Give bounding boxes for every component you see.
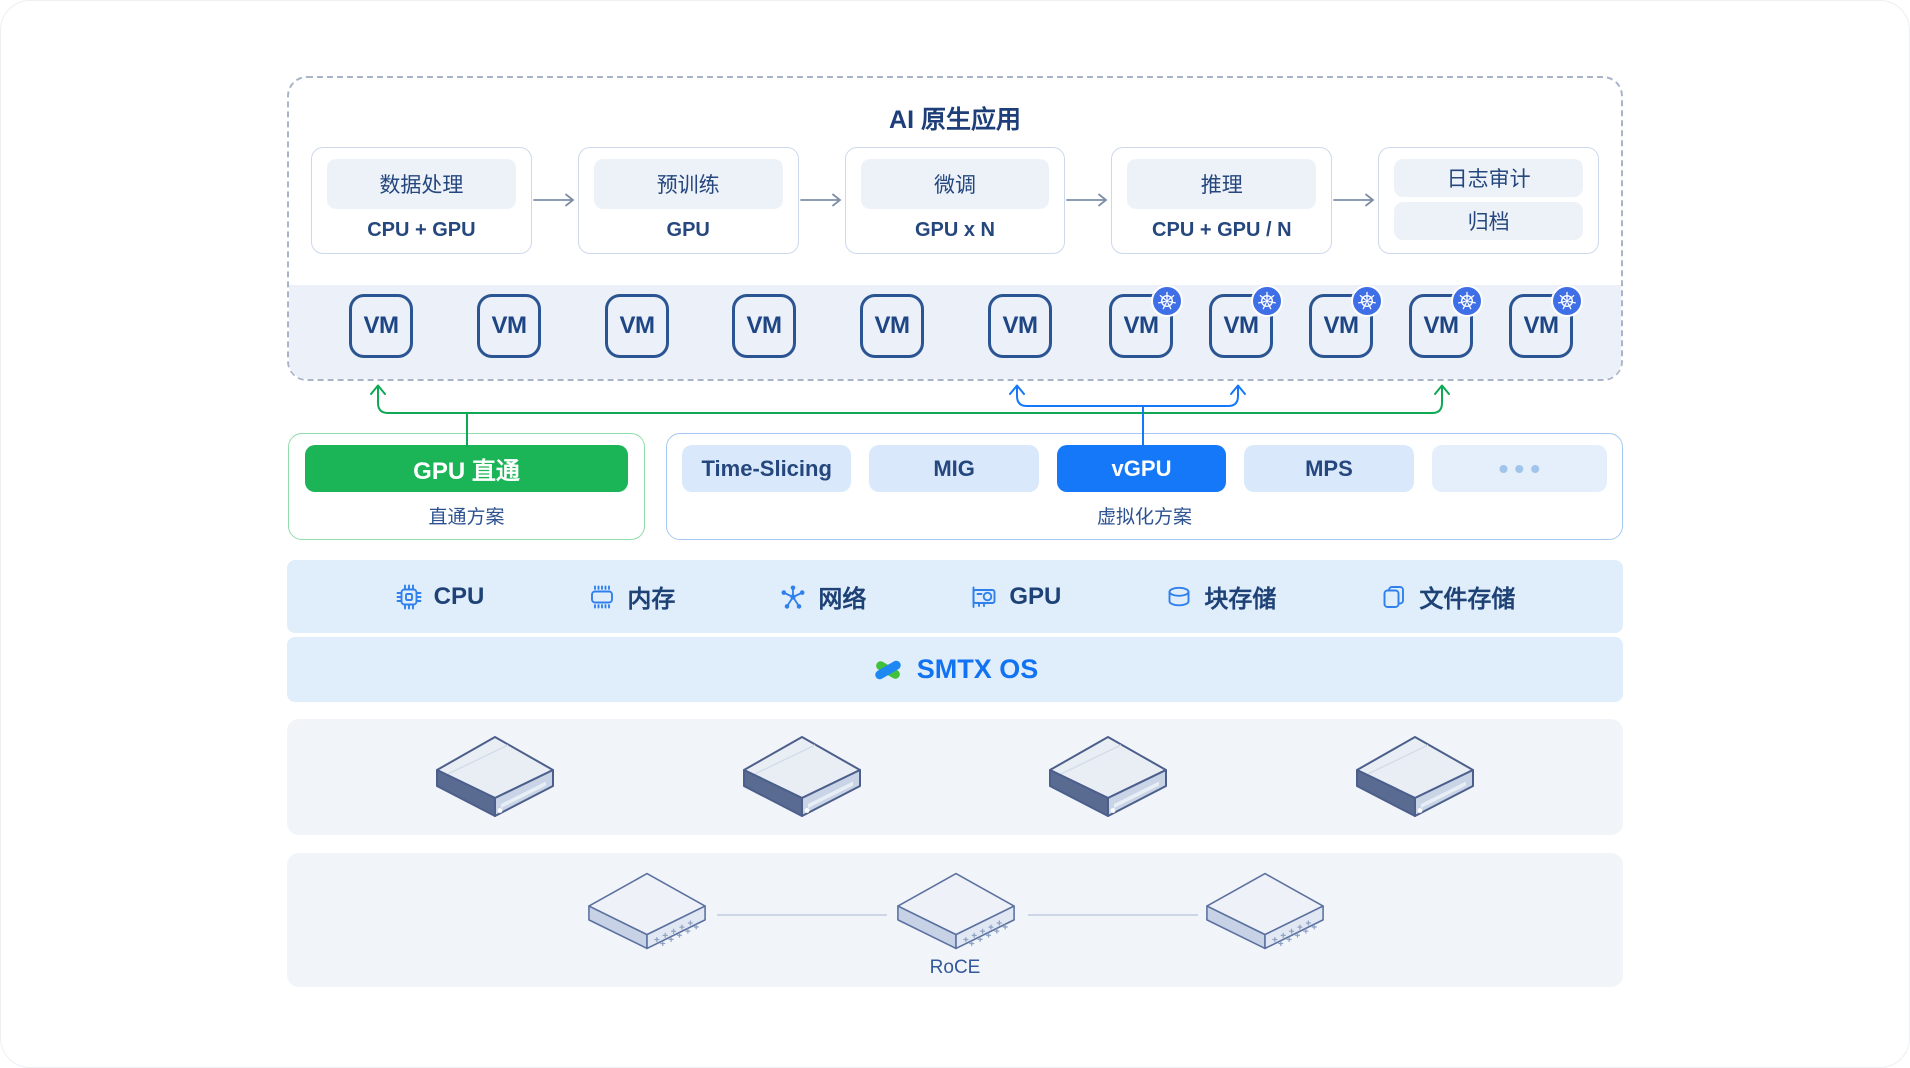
vm-box-kubernetes: VM (1509, 285, 1583, 358)
resources-band: CPU 内存 网络 GPU 块存储 文件存储 (287, 560, 1623, 633)
resource-item-memory: 内存 (588, 579, 675, 614)
resource-item-file-storage: 文件存储 (1380, 579, 1515, 614)
resource-item-gpu: GPU (970, 583, 1061, 611)
vm-label: VM (1002, 312, 1039, 339)
ai-app-layer-title: AI 原生应用 (889, 106, 1021, 134)
vm-box: VM (860, 294, 924, 358)
resource-label: 块存储 (1204, 586, 1277, 613)
server-node-icon (1352, 734, 1478, 820)
file-storage-icon (1380, 583, 1408, 611)
vm-label: VM (874, 312, 911, 339)
stage-subtitle: CPU + GPU (367, 219, 476, 241)
stage-subtitle: CPU + GPU / N (1152, 219, 1292, 241)
stage-label: 微调 (860, 159, 1050, 209)
vm-label: VM (1523, 312, 1560, 339)
vm-box: VM (988, 294, 1052, 358)
vm-box: VM (605, 294, 669, 358)
stage-label: 归档 (1394, 202, 1583, 240)
stage-log-audit-archive: 日志审计 归档 (1378, 147, 1599, 254)
flow-arrow-icon (1065, 193, 1111, 207)
smtx-os-band: SMTX OS (287, 637, 1623, 702)
server-node-icon (432, 734, 558, 820)
vm-box-kubernetes: VM (1409, 285, 1483, 358)
option-pill-mig: MIG (869, 445, 1039, 492)
server-node-icon (1045, 734, 1171, 820)
resource-label: 网络 (818, 586, 867, 613)
resource-item-network: 网络 (779, 579, 866, 614)
vm-label: VM (1123, 312, 1160, 339)
vm-label: VM (1323, 312, 1360, 339)
gpu-passthrough-card: GPU 直通 直通方案 (288, 433, 645, 540)
resource-label: CPU (433, 582, 485, 610)
vm-label: VM (619, 312, 656, 339)
switch-icon (1202, 869, 1328, 953)
vm-label: VM (1223, 312, 1260, 339)
resource-item-block-storage: 块存储 (1165, 579, 1276, 614)
vm-box-kubernetes: VM (1209, 285, 1283, 358)
block-storage-icon (1165, 583, 1193, 611)
gpu-passthrough-button: GPU 直通 (305, 445, 628, 492)
resource-label: 文件存储 (1419, 586, 1516, 613)
network-band: RoCE (287, 853, 1623, 987)
stage-subtitle: GPU x N (914, 219, 995, 241)
cpu-icon (395, 583, 423, 611)
option-pill-more: ••• (1431, 445, 1608, 492)
vm-box: VM (477, 294, 541, 358)
vm-box-kubernetes: VM (1309, 285, 1383, 358)
network-link-line (1028, 914, 1198, 916)
ai-app-layer-container: AI 原生应用 数据处理 CPU + GPU 预训练 GPU 微调 GPU x … (287, 76, 1623, 381)
vm-label: VM (491, 312, 528, 339)
stage-label: 预训练 (593, 159, 783, 209)
kubernetes-icon (1551, 285, 1583, 317)
memory-icon (588, 583, 616, 611)
gpu-icon (970, 583, 998, 611)
vm-label: VM (1423, 312, 1460, 339)
virtualization-options-row: Time-Slicing MIG vGPU MPS ••• (682, 445, 1608, 492)
roce-label: RoCE (929, 957, 981, 978)
passthrough-caption: 直通方案 (428, 507, 505, 528)
vm-box: VM (349, 294, 413, 358)
option-pill-time-slicing: Time-Slicing (682, 445, 852, 492)
switch-icon (893, 869, 1019, 953)
pipeline-row: 数据处理 CPU + GPU 预训练 GPU 微调 GPU x N 推理 (311, 147, 1599, 254)
stage-finetuning: 微调 GPU x N (844, 147, 1066, 254)
stage-subtitle: GPU (666, 219, 710, 241)
kubernetes-icon (1151, 285, 1183, 317)
stage-label: 数据处理 (327, 159, 516, 209)
virtualization-caption: 虚拟化方案 (1096, 507, 1192, 528)
stage-inference: 推理 CPU + GPU / N (1111, 147, 1333, 254)
vm-box-kubernetes: VM (1109, 285, 1183, 358)
flow-arrow-icon (1332, 193, 1378, 207)
smtx-logo-icon (872, 654, 904, 686)
stage-pretraining: 预训练 GPU (577, 147, 799, 254)
kubernetes-icon (1251, 285, 1283, 317)
switch-icon (584, 869, 710, 953)
vm-label: VM (746, 312, 783, 339)
servers-band (287, 719, 1623, 835)
stage-data-processing: 数据处理 CPU + GPU (311, 147, 532, 254)
flow-arrow-icon (532, 193, 578, 207)
vm-band (289, 285, 1621, 379)
resource-item-cpu: CPU (395, 582, 485, 611)
kubernetes-icon (1451, 285, 1483, 317)
network-link-line (717, 914, 887, 916)
resource-label: GPU (1009, 582, 1062, 610)
vm-label: VM (363, 312, 400, 339)
stage-label: 日志审计 (1394, 159, 1583, 197)
server-node-icon (739, 734, 865, 820)
network-icon (779, 583, 807, 611)
vm-box: VM (732, 294, 796, 358)
option-pill-vgpu: vGPU (1056, 445, 1227, 492)
flow-arrow-icon (799, 193, 845, 207)
kubernetes-icon (1351, 285, 1383, 317)
stage-label: 推理 (1127, 159, 1317, 209)
option-pill-mps: MPS (1244, 445, 1414, 492)
smtx-os-label: SMTX OS (916, 654, 1039, 684)
virtualization-card: Time-Slicing MIG vGPU MPS ••• 虚拟化方案 (666, 433, 1623, 540)
resource-label: 内存 (627, 586, 676, 613)
